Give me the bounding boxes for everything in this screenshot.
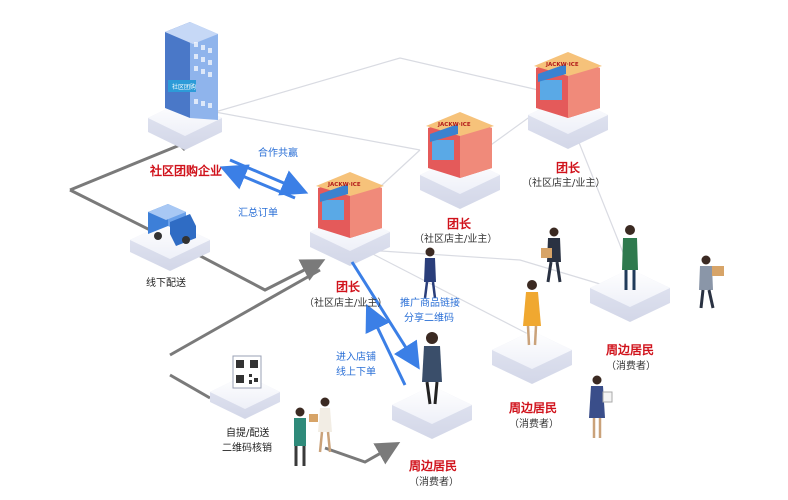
- qr-pickup-line2: 二维码核销: [222, 443, 272, 454]
- flow-push-line2: 分享二维码: [404, 313, 454, 324]
- shop-icon-right: [534, 52, 602, 118]
- person-center-icon: [422, 332, 442, 405]
- qr-pickup-line1: 自提/配送: [226, 428, 270, 439]
- platform-qr: [210, 375, 280, 419]
- person-right-icon: [622, 225, 638, 290]
- leader-mid-title: 团长: [447, 217, 472, 231]
- leader-mid-sub: （社区店主/业主）: [414, 234, 498, 245]
- delivery-label: 线下配送: [146, 278, 186, 289]
- leader-main-sub: （社区店主/业主）: [304, 298, 388, 309]
- flow-arrows: [219, 158, 420, 386]
- shop-icon-main: [316, 172, 384, 238]
- leader-main-title: 团长: [336, 280, 361, 294]
- platform-resident-center: [392, 386, 472, 439]
- person-walking-icon: [423, 247, 437, 299]
- shop-sign-main: JACKW·ICE: [327, 182, 361, 188]
- shop-sign-mid: JACKW·ICE: [437, 122, 471, 128]
- qr-code-icon: [232, 355, 262, 389]
- office-building-icon: [165, 22, 218, 120]
- leader-right-sub: （社区店主/业主）: [522, 178, 606, 189]
- resident-center-sub: （消费者）: [409, 477, 459, 488]
- flow-enter-line1: 进入店铺: [336, 352, 376, 363]
- resident-center-title: 周边居民: [409, 459, 458, 473]
- resident-mid-title: 周边居民: [509, 401, 558, 415]
- delivery-truck-icon: [148, 204, 196, 246]
- person-far-right-icon: [699, 255, 724, 309]
- flow-enter-line2: 线上下单: [336, 367, 376, 378]
- shop-icon-mid: [426, 112, 494, 178]
- platform-resident-right: [590, 269, 670, 322]
- platform-resident-mid: [492, 331, 572, 384]
- flow-summary-order-label: 汇总订单: [238, 208, 278, 219]
- enterprise-title: 社区团购企业: [150, 164, 223, 178]
- leader-right-title: 团长: [556, 161, 581, 175]
- flow-push-line1: 推广商品链接: [400, 298, 460, 309]
- person-reading-icon: [589, 375, 613, 438]
- resident-right-sub: （消费者）: [606, 361, 656, 372]
- resident-mid-sub: （消费者）: [509, 419, 559, 430]
- resident-right-title: 周边居民: [606, 343, 655, 357]
- building-sign: 社区团购: [172, 83, 196, 91]
- person-carrier-icon: [541, 227, 562, 283]
- flow-cooperate-label: 合作共赢: [258, 148, 298, 159]
- pickup-handover-icon: [294, 397, 332, 466]
- person-mid-icon: [523, 280, 541, 346]
- shop-sign-right: JACKW·ICE: [545, 62, 579, 68]
